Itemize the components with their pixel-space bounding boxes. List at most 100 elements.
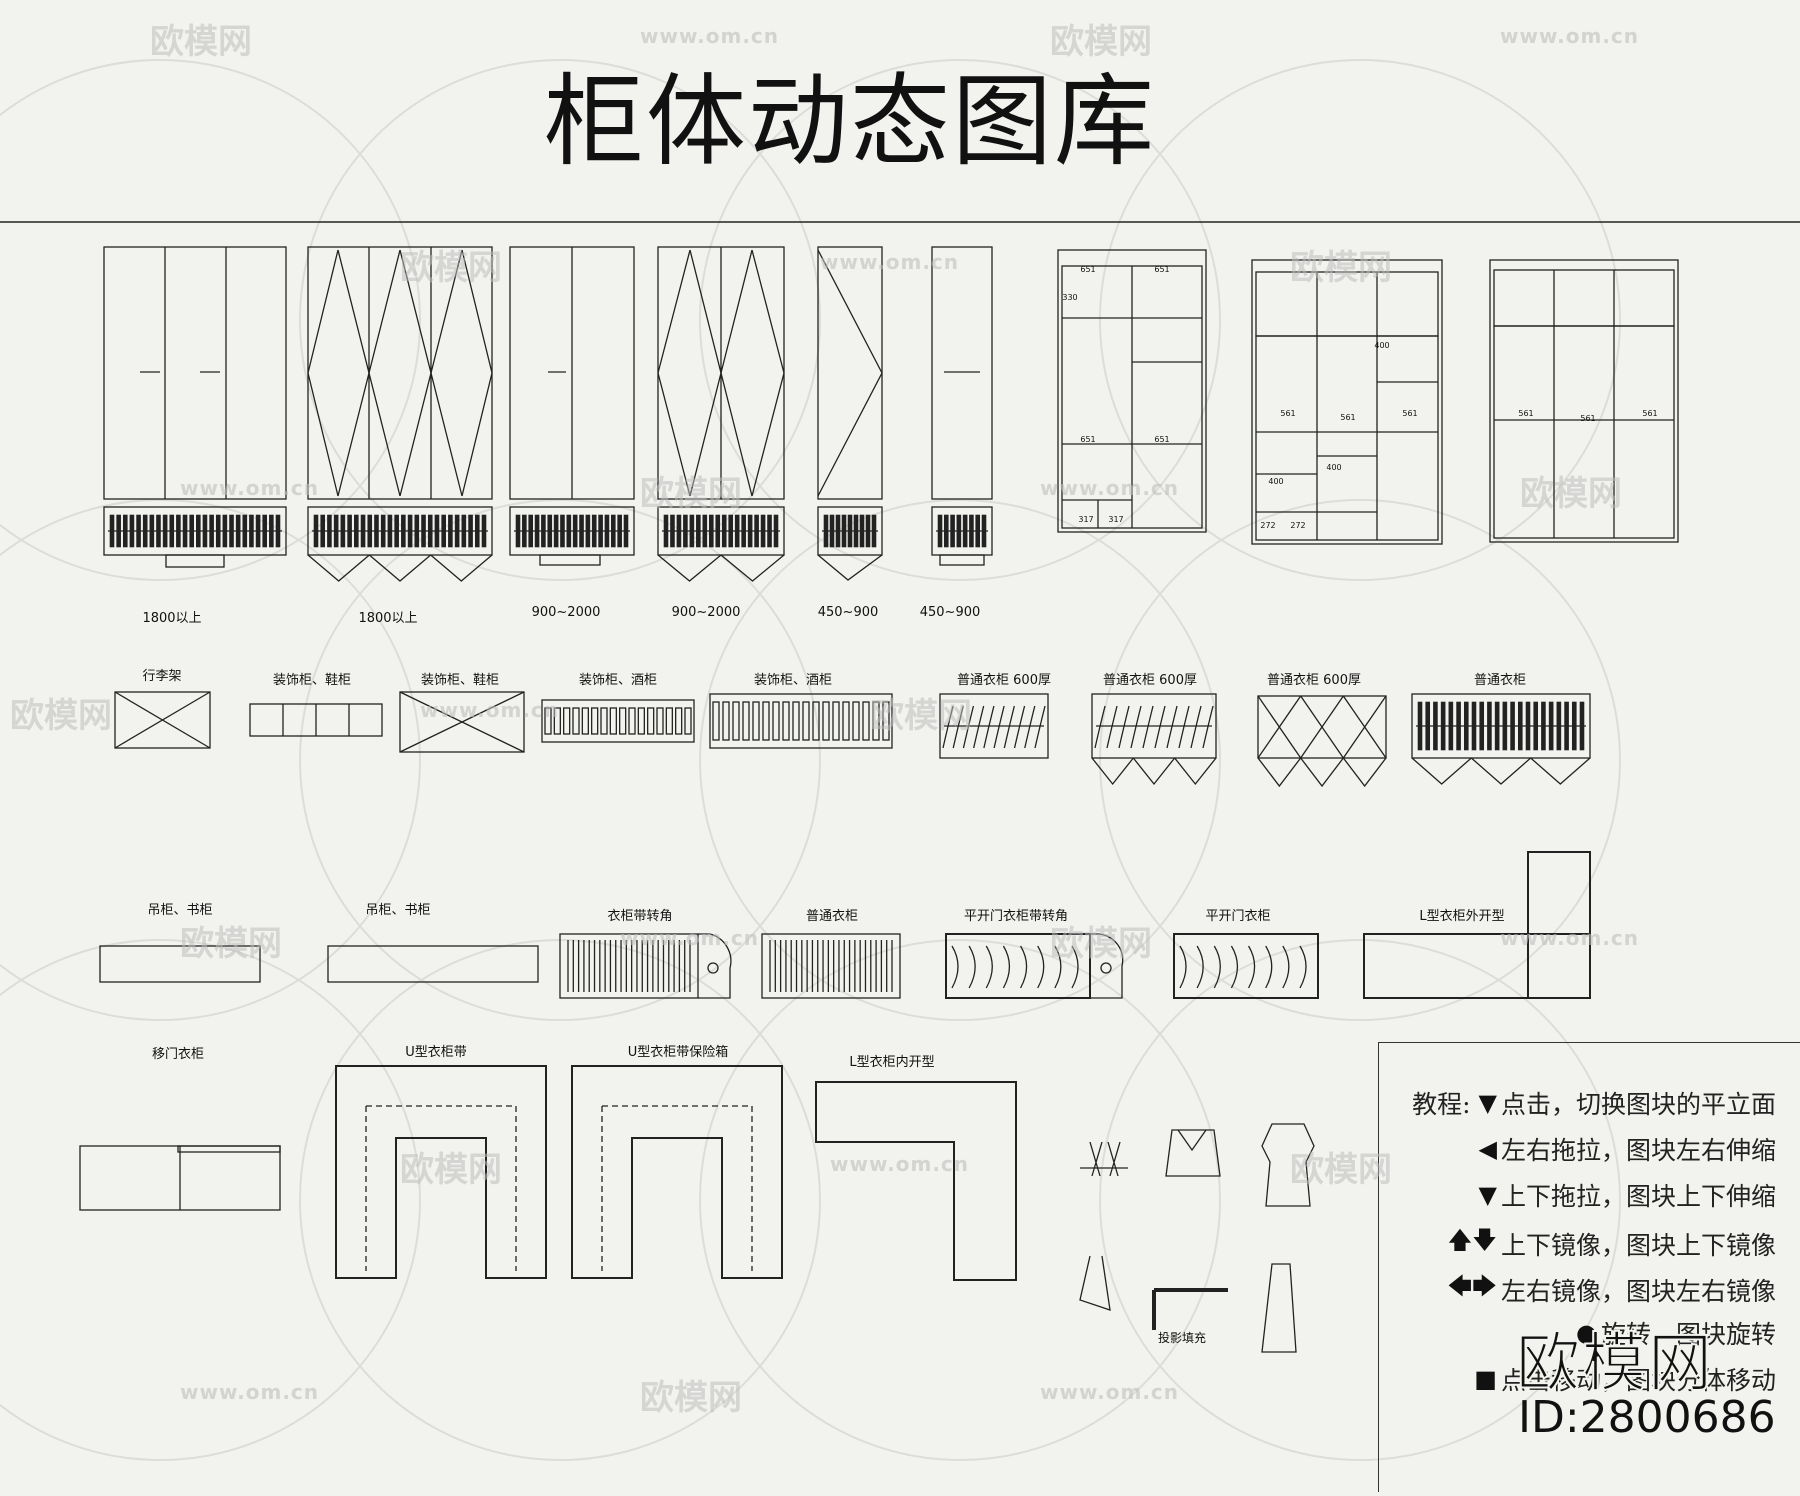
door-swing (1470, 757, 1532, 785)
interior-carcass (1493, 325, 1675, 539)
bottle-slot (647, 707, 655, 735)
hanger (1142, 705, 1154, 749)
l-wardrobe-arm (1527, 851, 1591, 999)
dimension-label: 272 (1260, 521, 1275, 530)
hanger (865, 514, 871, 548)
hanger (1548, 701, 1554, 751)
hanger (229, 514, 234, 548)
hanger (950, 514, 955, 548)
bottle-slot (675, 707, 683, 735)
plan-base (165, 554, 225, 568)
hanger (973, 705, 985, 749)
hanger (975, 514, 981, 548)
hanger (1265, 945, 1273, 989)
cabinet-type-label: 普通衣柜 600厚 (1267, 672, 1361, 688)
bottle-slot (722, 701, 730, 741)
dot-icon: ● (1576, 1319, 1597, 1347)
wardrobe-plan (945, 933, 1091, 999)
hanger (942, 705, 954, 749)
watermark-circle (699, 499, 1221, 1021)
plan-block (1091, 693, 1217, 759)
cabinet-type-label: L型衣柜内开型 (849, 1054, 934, 1070)
hanger (676, 514, 682, 548)
cabinet-type-label: 移门衣柜 (152, 1046, 204, 1062)
legend-panel: 教程: ▼ 点击，切换图块的平立面 ◀ 左右拖拉，图块左右伸缩 ▼ 上下拖拉，图… (1378, 1042, 1800, 1492)
hanger (202, 514, 208, 548)
hanger (1037, 945, 1045, 989)
hanger (387, 514, 393, 548)
hanger (394, 514, 399, 548)
door-swing-mark (817, 249, 883, 497)
hanger (1166, 705, 1178, 749)
cabinet-type-label: 行李架 (142, 669, 181, 684)
hanger (689, 514, 695, 548)
hanger (663, 514, 669, 548)
legend-text: 上下镜像，图块上下镜像 (1500, 1230, 1776, 1260)
hanger (427, 514, 433, 548)
square-icon: ■ (1474, 1365, 1497, 1393)
wall-cabinet-plan (99, 945, 261, 983)
hanger (441, 514, 446, 548)
legend-row-stretch-vertical: ▼ 上下拖拉，图块上下伸缩 (1479, 1177, 1776, 1213)
hanger (1463, 701, 1469, 751)
hanger (1479, 701, 1485, 751)
hanger (215, 514, 221, 548)
door-swing-mark (720, 249, 753, 497)
cross (1257, 695, 1302, 759)
hanger (702, 514, 708, 548)
hanger (169, 514, 175, 548)
down-triangle-icon: ▼ (1478, 1181, 1497, 1209)
page-title: 柜体动态图库 (544, 63, 1156, 180)
bottle-slot (812, 701, 820, 741)
watermark-brand: 欧模网 (870, 696, 972, 736)
door-swing-mark (751, 249, 785, 497)
cabinet-type-label: U型衣柜带保险箱 (628, 1044, 729, 1060)
hanger (1533, 701, 1539, 751)
hanger (951, 945, 959, 989)
bottle-slot (656, 707, 664, 735)
legend-head: 教程: (1412, 1090, 1471, 1119)
wardrobe-elevation (817, 246, 883, 500)
hanging-rail (601, 1105, 753, 1271)
door-swing-mark (430, 249, 463, 497)
bottle-slot (563, 707, 571, 735)
hanger (275, 514, 281, 548)
hanger (715, 514, 721, 548)
watermark-circle (299, 499, 821, 1021)
hanger (670, 514, 675, 548)
dimension-label: 561 (1642, 409, 1657, 418)
cabinet-type-label: 装饰柜、鞋柜 (273, 672, 351, 688)
legend-row-move: ■ 点击移动，图块分体移动 (1474, 1361, 1776, 1397)
dimension-label: 317 (1078, 515, 1093, 524)
door-swing (1530, 757, 1591, 785)
hanger (696, 514, 701, 548)
hanger (129, 514, 135, 548)
dress-icon (1261, 1123, 1315, 1207)
watermark-circle (0, 499, 421, 1021)
hanger (116, 514, 121, 548)
corner-unit (698, 933, 732, 999)
size-range-label: 450~900 (818, 605, 879, 620)
bottle-slot (684, 707, 692, 735)
bottle-slot (882, 701, 890, 741)
watermark-url: www.om.cn (1500, 926, 1640, 950)
hanger (1024, 705, 1036, 749)
cross (1300, 695, 1344, 759)
hanging-rail (365, 1105, 517, 1271)
hanger (734, 514, 740, 548)
hanger (962, 514, 968, 548)
down-triangle-icon: ▼ (1478, 1089, 1497, 1117)
hanger (585, 514, 591, 548)
hanger (1510, 701, 1515, 751)
hanger (1213, 945, 1221, 989)
hanger (969, 514, 974, 548)
bottle-slot (802, 701, 810, 741)
bottle-slot (732, 701, 740, 741)
hanger (1299, 945, 1307, 989)
watermark-url: www.om.cn (640, 24, 780, 48)
hanger (1003, 705, 1015, 749)
watermark-url: www.om.cn (1040, 1380, 1180, 1404)
hanger (1471, 701, 1477, 751)
hanger (196, 514, 201, 548)
hanger (985, 945, 993, 989)
